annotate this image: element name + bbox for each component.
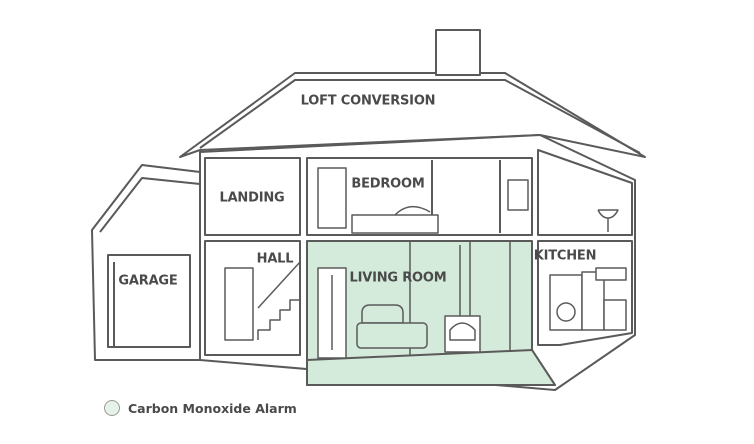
garage-building: [91, 164, 201, 361]
legend-swatch-icon: [104, 400, 120, 416]
room-label-bedroom: BEDROOM: [351, 176, 425, 192]
room-label-garage: GARAGE: [118, 273, 178, 289]
bathroom-room: [537, 149, 633, 236]
room-label-kitchen: KITCHEN: [533, 248, 597, 264]
kitchen-appliances: [549, 267, 627, 331]
room-label-loft-conversion: LOFT CONVERSION: [300, 93, 436, 109]
room-label-hall: HALL: [256, 251, 294, 267]
boiler: [507, 179, 529, 211]
kitchen-room: [537, 240, 633, 346]
room-label-landing: LANDING: [219, 190, 285, 206]
room-label-living-room: LIVING ROOM: [349, 270, 447, 286]
bedroom-room: [306, 157, 533, 236]
legend-label: Carbon Monoxide Alarm: [128, 400, 297, 416]
chimney: [435, 29, 481, 76]
roof: [179, 29, 646, 158]
doors: [224, 167, 347, 359]
wood-stove: [444, 245, 481, 353]
staircase: [257, 299, 300, 340]
landing-room: [204, 157, 301, 236]
sofa: [356, 304, 428, 349]
bed: [351, 206, 439, 234]
basin: [597, 209, 619, 232]
legend: Carbon Monoxide Alarm: [104, 400, 297, 416]
hall-room: [204, 240, 301, 356]
